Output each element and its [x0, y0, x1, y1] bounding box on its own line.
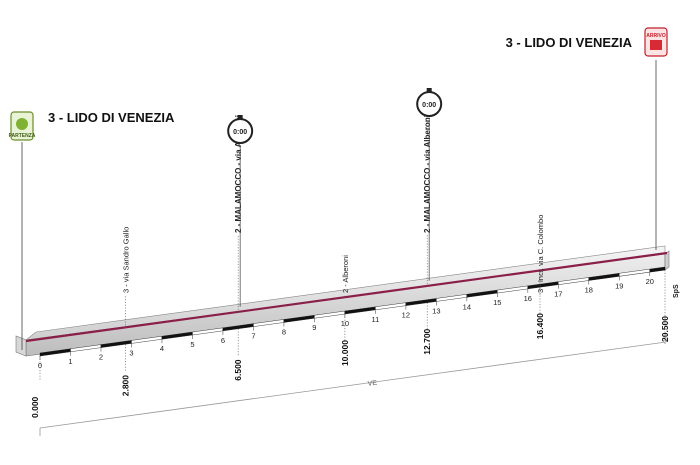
waypoint-distance-label: 16.400 [535, 313, 545, 339]
km-ruler: 01234567891011121314151617181920 [38, 266, 666, 370]
km-segment [649, 266, 666, 273]
stopwatch-icon [416, 91, 443, 117]
waypoint-distance-label: 2.800 [120, 375, 130, 397]
km-tick-label: 14 [463, 302, 471, 311]
stopwatch-crown-icon [237, 115, 243, 119]
km-tick-label: 9 [312, 323, 316, 332]
km-tick-label: 2 [99, 353, 103, 362]
waypoint-label: 2 - MALAMOCCO - via Alberoni [234, 115, 243, 233]
waypoint-label: 3 - Incr. via C. Colombo [536, 215, 545, 293]
km-tick-label: 7 [251, 332, 255, 341]
province-label: VE [367, 380, 378, 388]
stopwatch-icon [227, 118, 254, 144]
waypoint-distance-label: 6.500 [233, 359, 243, 381]
km-tick-label: 15 [493, 298, 501, 307]
waypoint-label: 2 - MALAMOCCO - via Alberoni [423, 115, 432, 233]
km-tick-label: 8 [282, 327, 286, 336]
start-badge-label: PARTENZA [9, 133, 36, 139]
province-bracket-line [39, 341, 667, 429]
km-tick-label: 4 [160, 344, 164, 353]
start-location-label: 3 - LIDO DI VENEZIA [48, 110, 175, 125]
elevation-profile [15, 250, 670, 357]
timecheck-label: 0:00 [422, 102, 436, 109]
waypoint-distance-label: 10.000 [340, 340, 350, 366]
waypoint-distance-label: 12.700 [422, 328, 432, 354]
waypoint-labels: 3 - via Sandro Gallo 2.800 2 - MALAMOCCO -… [9, 27, 668, 397]
km-tick-label: 5 [190, 340, 194, 349]
km-tick-label: 19 [615, 281, 623, 290]
km-tick-label: 16 [524, 294, 532, 303]
finish-badge-label: ARRIVO [646, 33, 666, 39]
km-tick-label: 13 [432, 306, 440, 315]
km-tick-label: 17 [554, 290, 562, 299]
road-code-label: SpS [673, 284, 680, 298]
km-tick-label: 11 [371, 315, 379, 324]
km-tick-label: 3 [129, 348, 133, 357]
km-tick-label: 1 [68, 357, 72, 366]
finish-flag-icon [650, 40, 662, 50]
start-flag-icon [16, 118, 28, 130]
km-tick-label: 6 [221, 336, 225, 345]
route-line [25, 251, 668, 343]
timecheck-label: 0:00 [233, 129, 247, 136]
km-tick-label: 20 [646, 277, 654, 286]
waypoint-label: 2 - Alberoni [341, 255, 350, 293]
finish-location-label: 3 - LIDO DI VENEZIA [506, 35, 633, 50]
profile-left-cap [15, 335, 27, 357]
profile-right-cap [664, 250, 670, 271]
km-tick-label: 12 [402, 311, 410, 320]
waypoint-label: 3 - via Sandro Gallo [121, 227, 130, 293]
km-tick-label: 18 [585, 285, 593, 294]
stopwatch-crown-icon [426, 88, 432, 92]
start-distance-label: 0.000 [30, 396, 40, 418]
